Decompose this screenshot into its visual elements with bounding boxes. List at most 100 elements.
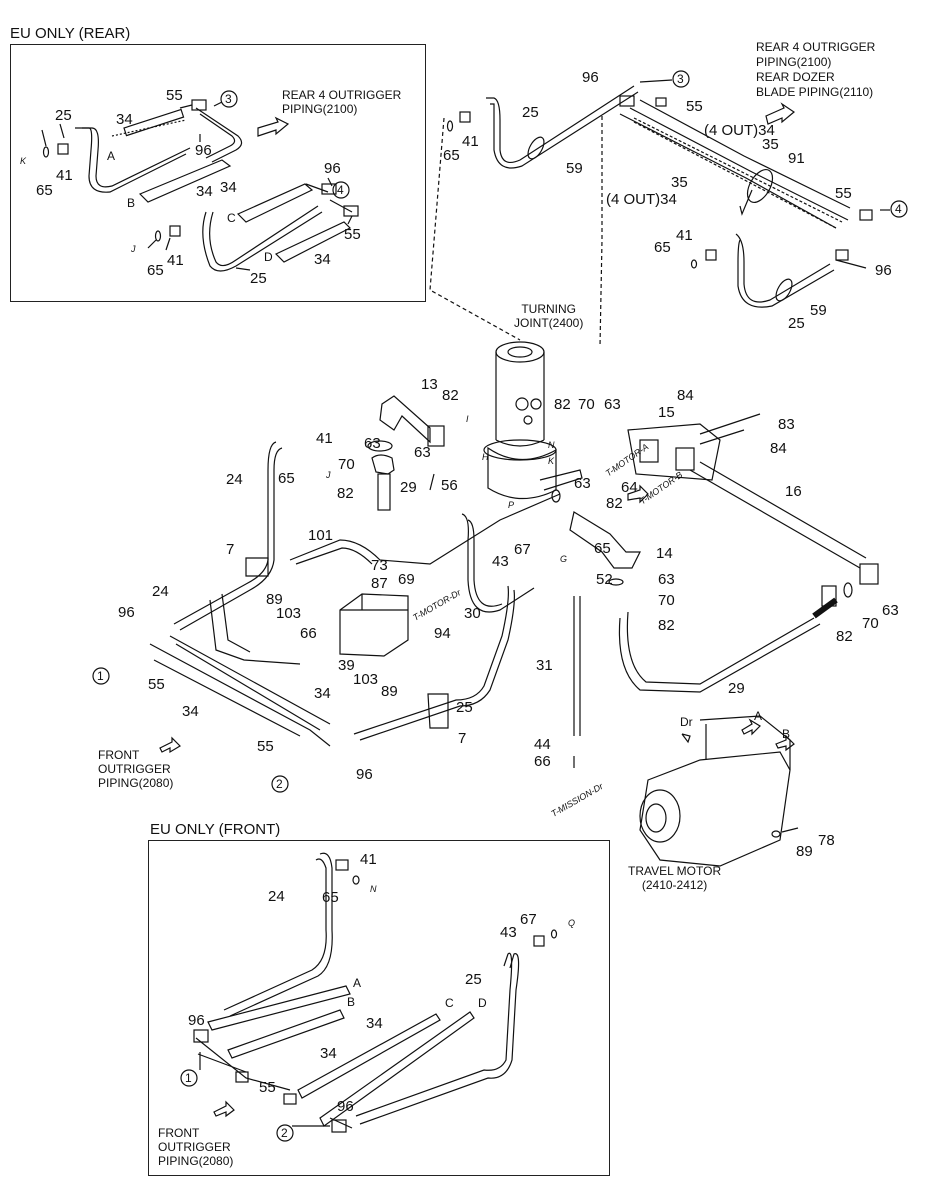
f-letter-q: Q bbox=[568, 918, 576, 928]
f-letter-d: D bbox=[478, 996, 487, 1010]
m-55c: 55 bbox=[148, 676, 165, 693]
m-52: 52 bbox=[596, 571, 613, 588]
part-34d: 34 bbox=[314, 251, 331, 268]
f-34: 34 bbox=[366, 1015, 383, 1032]
hose-34-d bbox=[274, 221, 352, 263]
f-96: 96 bbox=[188, 1012, 205, 1029]
letter-d: D bbox=[264, 250, 273, 264]
m-letter-k: K bbox=[548, 456, 555, 466]
arrow-rear-ref bbox=[257, 116, 290, 137]
turning-joint bbox=[483, 341, 583, 503]
part-65: 65 bbox=[36, 182, 53, 199]
letter-j: J bbox=[131, 244, 136, 254]
m-59b: 59 bbox=[810, 302, 827, 319]
m-89: 89 bbox=[266, 591, 283, 608]
m-letter-i: I bbox=[466, 414, 469, 424]
m-89c: 89 bbox=[796, 843, 813, 860]
m-66: 66 bbox=[300, 625, 317, 642]
f-ref-1: 1 bbox=[185, 1071, 192, 1085]
m-letter-a: A bbox=[754, 709, 763, 723]
m-70c: 70 bbox=[658, 592, 675, 609]
m-59: 59 bbox=[566, 160, 583, 177]
m-29: 29 bbox=[400, 479, 417, 496]
m-65b: 65 bbox=[654, 239, 671, 256]
f-letter-n: N bbox=[370, 884, 377, 894]
m-65c: 65 bbox=[278, 470, 295, 487]
front-eu-box bbox=[148, 840, 610, 1176]
part-34: 34 bbox=[116, 111, 133, 128]
m-24: 24 bbox=[226, 471, 243, 488]
m-letter-n: N bbox=[548, 440, 555, 450]
m-67: 67 bbox=[514, 541, 531, 558]
m-41c: 41 bbox=[316, 430, 333, 447]
m-82e: 82 bbox=[658, 617, 675, 634]
m-31: 31 bbox=[536, 657, 553, 674]
m-41b: 41 bbox=[676, 227, 693, 244]
front-section-title: EU ONLY (FRONT) bbox=[150, 821, 281, 838]
part-96: 96 bbox=[195, 142, 212, 159]
m-ref-1: 1 bbox=[97, 669, 104, 683]
hose-34-c bbox=[236, 183, 314, 223]
m-41: 41 bbox=[462, 133, 479, 150]
m-63f: 63 bbox=[882, 602, 899, 619]
part-34b: 34 bbox=[196, 183, 213, 200]
front-box-hoses bbox=[193, 852, 558, 1133]
f-34b: 34 bbox=[320, 1045, 337, 1062]
m-letter-b: B bbox=[782, 727, 791, 741]
turning-joint-label: TURNING JOINT(2400) bbox=[514, 302, 584, 330]
m-ref-3: 3 bbox=[677, 72, 684, 86]
letter-a: A bbox=[107, 149, 116, 163]
m-89b: 89 bbox=[381, 683, 398, 700]
part-65b: 65 bbox=[147, 262, 164, 279]
rear-box-hoses bbox=[41, 99, 359, 272]
m-64: 64 bbox=[621, 479, 638, 496]
m-84: 84 bbox=[677, 387, 694, 404]
m-7b: 7 bbox=[458, 730, 467, 747]
m-96b: 96 bbox=[875, 262, 892, 279]
letter-k: K bbox=[20, 156, 27, 166]
main-upper-hoses bbox=[429, 79, 890, 347]
letter-c: C bbox=[227, 211, 236, 225]
m-63e: 63 bbox=[658, 571, 675, 588]
rear-ref-piping: REAR 4 OUTRIGGER PIPING(2100) bbox=[282, 88, 402, 116]
m-82d: 82 bbox=[606, 495, 623, 512]
f-55: 55 bbox=[259, 1079, 276, 1096]
m-70b: 70 bbox=[578, 396, 595, 413]
m-ref-4: 4 bbox=[895, 202, 902, 216]
f-25: 25 bbox=[465, 971, 482, 988]
m-letter-dr: Dr bbox=[680, 715, 693, 729]
four-out-34-a: (4 OUT)34 bbox=[704, 122, 775, 139]
m-65d: 65 bbox=[594, 540, 611, 557]
f-letter-c: C bbox=[445, 996, 454, 1010]
m-103: 103 bbox=[276, 605, 302, 622]
m-66b: 66 bbox=[534, 753, 551, 770]
f-43: 43 bbox=[500, 924, 517, 941]
ref-3: 3 bbox=[225, 92, 232, 106]
m-letter-g: G bbox=[560, 554, 568, 564]
travel-motor-label: TRAVEL MOTOR (2410-2412) bbox=[628, 864, 722, 892]
m-70d: 70 bbox=[862, 615, 879, 632]
m-35: 35 bbox=[762, 136, 779, 153]
m-83: 83 bbox=[778, 416, 795, 433]
m-63b: 63 bbox=[604, 396, 621, 413]
m-55b: 55 bbox=[835, 185, 852, 202]
letter-b: B bbox=[127, 196, 136, 210]
m-56: 56 bbox=[441, 477, 458, 494]
m-34: 34 bbox=[314, 685, 331, 702]
m-63: 63 bbox=[364, 435, 381, 452]
top-right-ref: REAR 4 OUTRIGGER PIPING(2100) REAR DOZER… bbox=[756, 40, 876, 99]
f-letter-b: B bbox=[347, 995, 356, 1009]
f-65: 65 bbox=[322, 889, 339, 906]
f-letter-a: A bbox=[353, 976, 362, 990]
four-out-34-b: (4 OUT)34 bbox=[606, 191, 677, 208]
part-34c: 34 bbox=[220, 179, 237, 196]
m-101: 101 bbox=[308, 527, 334, 544]
m-44: 44 bbox=[534, 736, 551, 753]
m-96c: 96 bbox=[118, 604, 135, 621]
m-63d: 63 bbox=[574, 475, 591, 492]
arrow-top-ref bbox=[765, 102, 796, 125]
m-63c: 63 bbox=[414, 444, 431, 461]
m-91: 91 bbox=[788, 150, 805, 167]
m-82f: 82 bbox=[836, 628, 853, 645]
